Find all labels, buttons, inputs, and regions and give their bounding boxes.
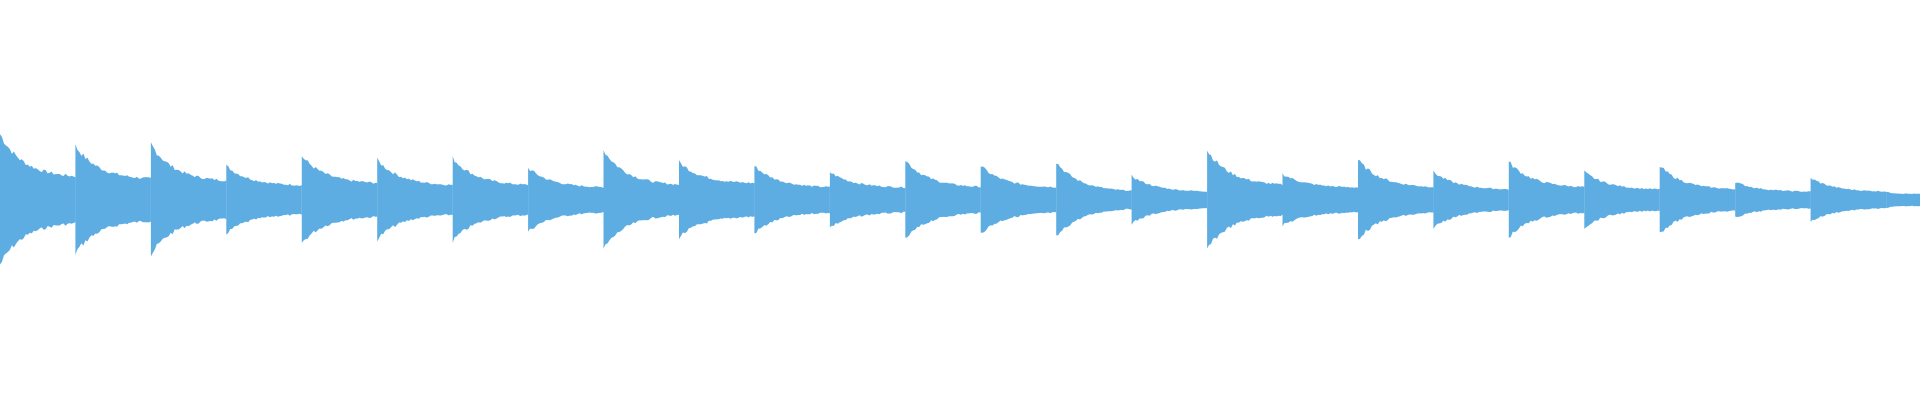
waveform-segment [377, 157, 453, 242]
waveform-segment [1282, 173, 1358, 227]
waveform-segment [679, 160, 755, 240]
waveform-segment [1584, 170, 1660, 229]
waveform-segment [1735, 182, 1811, 217]
waveform-segment [603, 150, 679, 249]
waveform-segment [829, 172, 906, 228]
waveform-segment [1056, 163, 1132, 236]
waveform-segment [1886, 191, 1920, 208]
waveform-segment [1433, 170, 1509, 229]
waveform-segment [528, 167, 604, 232]
waveform-segment [1508, 161, 1585, 238]
waveform-segment [301, 156, 378, 243]
waveform-segment [75, 144, 151, 255]
waveform-segment [905, 161, 981, 238]
waveform-segment [1358, 160, 1434, 240]
waveform-segment [226, 164, 302, 235]
waveform-segment [980, 166, 1057, 233]
waveform-segment [1207, 150, 1283, 249]
waveform-segment [1131, 174, 1208, 225]
waveform-segment [452, 156, 529, 244]
waveform-segment [1810, 177, 1887, 222]
waveform-segment [1659, 167, 1736, 233]
waveform-segment [754, 166, 830, 234]
waveform-segment [150, 142, 227, 257]
waveform-segment [0, 134, 76, 265]
